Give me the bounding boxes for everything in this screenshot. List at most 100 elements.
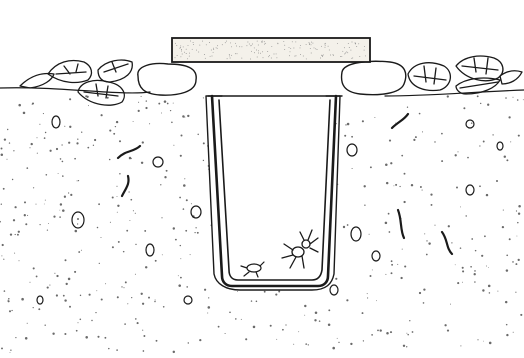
soil-speckle — [122, 250, 125, 253]
soil-speckle — [7, 128, 9, 131]
board-grain-dot — [364, 55, 366, 57]
board-grain-dot — [260, 52, 261, 54]
board-grain-dot — [264, 43, 265, 45]
soil-speckle — [169, 109, 172, 112]
soil-speckle — [338, 341, 340, 344]
soil-speckle — [388, 139, 392, 142]
soil-speckle — [77, 179, 80, 182]
soil-speckle — [460, 206, 461, 208]
board-grain-dot — [262, 40, 263, 42]
soil-speckle — [38, 308, 41, 311]
soil-speckle — [96, 226, 99, 229]
soil-speckle — [108, 158, 111, 161]
soil-speckle — [161, 254, 163, 256]
board-grain-dot — [224, 42, 226, 44]
soil-speckle — [446, 95, 449, 98]
soil-speckle — [116, 185, 118, 187]
board-grain-dot — [346, 51, 348, 53]
soil-speckle — [377, 329, 379, 332]
board-grain-dot — [276, 57, 278, 59]
soil-speckle — [49, 149, 52, 152]
soil-speckle — [217, 325, 220, 328]
board-grain-dot — [327, 45, 329, 47]
board-grain-dot — [231, 54, 233, 56]
soil-speckle — [479, 102, 482, 105]
soil-speckle — [141, 141, 144, 144]
soil-speckle — [124, 281, 127, 284]
soil-speckle — [49, 284, 51, 286]
board-grain-dot — [252, 43, 254, 45]
soil-speckle — [385, 181, 389, 185]
board-grain-dot — [212, 51, 214, 53]
soil-speckle — [111, 196, 114, 199]
soil-speckle — [116, 211, 118, 213]
soil-speckle — [88, 293, 91, 296]
soil-speckle — [397, 263, 399, 265]
soil-speckle — [42, 113, 44, 115]
board-grain-dot — [185, 48, 187, 50]
soil-speckle — [510, 141, 512, 143]
soil-speckle — [29, 147, 31, 149]
soil-speckle — [307, 344, 309, 346]
soil-speckle — [6, 158, 8, 160]
board-grain-dot — [250, 58, 252, 60]
soil-speckle — [298, 331, 300, 333]
soil-speckle — [457, 282, 460, 285]
soil-speckle — [418, 112, 421, 115]
soil-speckle — [401, 154, 404, 157]
board-grain-dot — [205, 44, 207, 46]
board-grain-dot — [348, 47, 350, 48]
soil-speckle — [134, 212, 136, 214]
soil-speckle — [406, 346, 408, 348]
board-grain-dot — [340, 55, 341, 57]
soil-speckle — [285, 324, 287, 326]
soil-speckle — [27, 214, 29, 216]
board-grain-dot — [284, 44, 286, 46]
soil-speckle — [116, 196, 118, 198]
soil-speckle — [15, 336, 17, 339]
soil-speckle — [413, 138, 416, 142]
soil-speckle — [74, 157, 76, 160]
board-grain-dot — [241, 57, 243, 59]
soil-speckle — [87, 146, 90, 149]
soil-speckle — [403, 172, 406, 175]
soil-speckle — [55, 147, 59, 151]
board-grain-dot — [182, 46, 184, 48]
soil-speckle — [69, 305, 71, 308]
soil-speckle — [418, 291, 422, 295]
soil-speckle — [160, 184, 162, 186]
soil-speckle — [64, 125, 66, 127]
board-grain-dot — [354, 43, 356, 45]
board-grain-dot — [239, 46, 241, 48]
soil-speckle — [86, 95, 89, 98]
board-grain-dot — [261, 40, 263, 42]
soil-speckle — [77, 218, 79, 220]
soil-speckle — [421, 131, 424, 133]
board-grain-dot — [268, 56, 270, 58]
board-grain-dot — [181, 49, 182, 50]
board-grain-dot — [204, 57, 206, 59]
soil-speckle — [414, 136, 417, 139]
board-grain-dot — [180, 45, 182, 47]
board-grain-dot — [364, 45, 366, 47]
soil-speckle — [485, 265, 487, 267]
soil-speckle — [63, 195, 67, 198]
soil-speckle — [390, 162, 393, 165]
board-grain-dot — [309, 47, 311, 49]
board-grain-dot — [236, 45, 238, 47]
soil-speckle — [207, 312, 209, 314]
board-grain-dot — [231, 46, 232, 48]
soil-speckle — [177, 275, 179, 277]
board-grain-dot — [191, 48, 193, 50]
soil-speckle — [14, 252, 16, 254]
soil-speckle — [362, 340, 365, 342]
worm — [116, 144, 142, 160]
soil-speckle — [14, 233, 16, 236]
soil-speckle — [173, 144, 175, 146]
soil-speckle — [2, 187, 5, 190]
soil-speckle — [293, 343, 295, 345]
soil-speckle — [144, 266, 148, 269]
soil-speckle — [142, 329, 144, 331]
board-grain-dot — [294, 55, 296, 57]
